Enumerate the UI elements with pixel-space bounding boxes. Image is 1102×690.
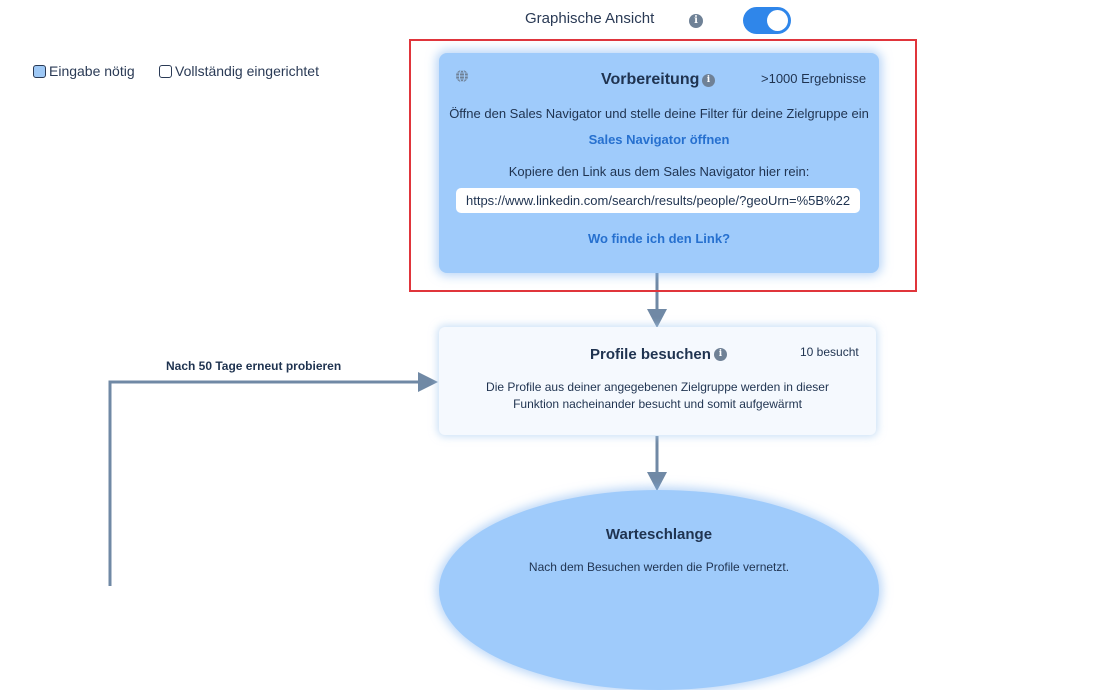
results-count: >1000 Ergebnisse (761, 71, 867, 86)
legend-fully-configured-label: Vollständig eingerichtet (175, 63, 319, 79)
visit-profiles-card[interactable] (439, 327, 876, 435)
info-icon[interactable]: i (702, 74, 715, 87)
legend-fully-configured: Vollständig eingerichtet (159, 63, 319, 79)
arrowhead-visit (647, 309, 667, 328)
graphic-view-toggle[interactable] (743, 7, 791, 34)
connector-retry-loop (108, 380, 420, 586)
visit-profiles-title: Profile besuchen (590, 346, 711, 363)
arrowhead-queue (647, 472, 667, 491)
visited-count: 10 besucht (800, 345, 859, 359)
preparation-description: Öffne den Sales Navigator und stelle dei… (449, 106, 869, 121)
selection-highlight (409, 39, 917, 292)
legend-input-needed: Eingabe nötig (33, 63, 135, 79)
queue-node[interactable] (439, 490, 879, 690)
queue-description: Nach dem Besuchen werden die Profile ver… (528, 560, 790, 574)
legend-swatch-blue (33, 64, 46, 78)
where-find-link[interactable]: Wo finde ich den Link? (587, 231, 731, 246)
copy-link-instruction: Kopiere den Link aus dem Sales Navigator… (508, 164, 810, 179)
visit-profiles-description: Die Profile aus deiner angegebenen Zielg… (486, 380, 829, 411)
sales-navigator-link-input[interactable] (456, 188, 860, 213)
arrowhead-retry (418, 372, 438, 392)
queue-title: Warteschlange (605, 526, 713, 543)
toggle-knob (767, 10, 788, 31)
globe-icon (456, 69, 468, 83)
flow-connectors (108, 273, 667, 586)
preparation-card[interactable] (439, 53, 879, 273)
info-icon[interactable]: i (689, 14, 703, 28)
open-sales-navigator-link[interactable]: Sales Navigator öffnen (588, 132, 730, 147)
preparation-title: Vorbereitung (601, 71, 700, 88)
legend-swatch-white (159, 64, 172, 78)
retry-label: Nach 50 Tage erneut probieren (166, 359, 342, 373)
info-icon[interactable]: i (714, 348, 727, 361)
graphic-view-label: Graphische Ansicht (525, 10, 655, 27)
legend-input-needed-label: Eingabe nötig (49, 63, 135, 79)
